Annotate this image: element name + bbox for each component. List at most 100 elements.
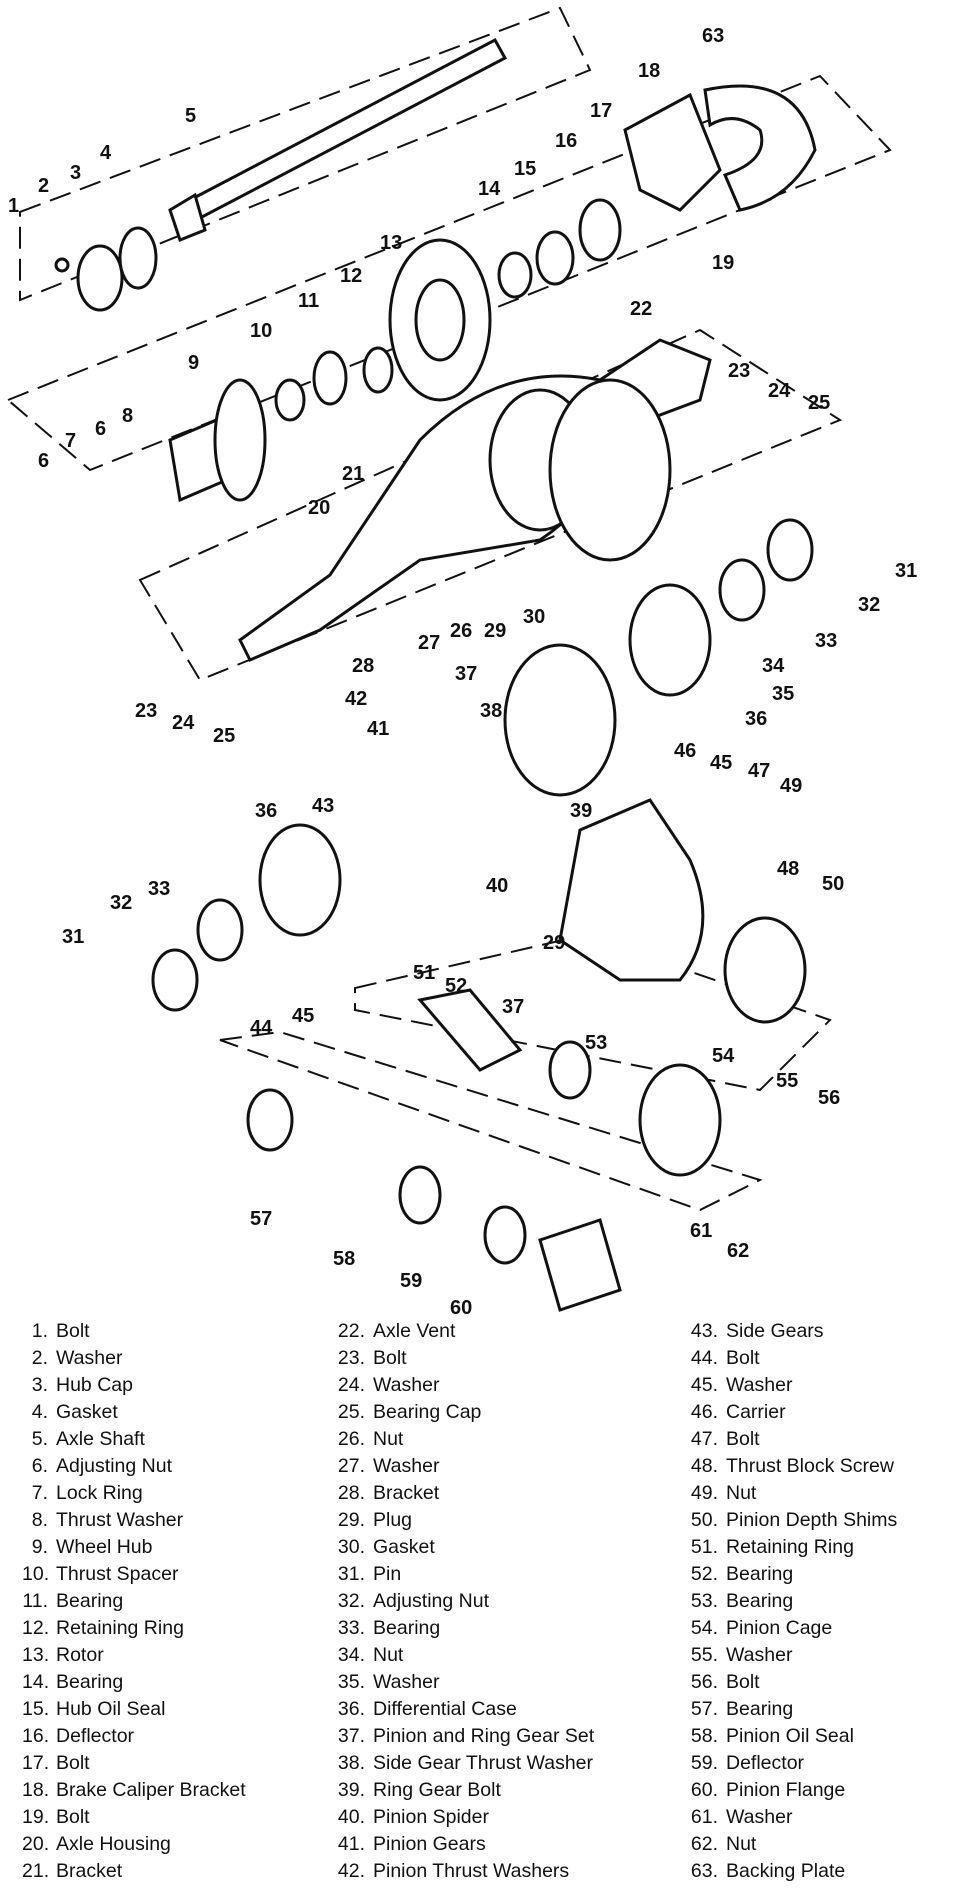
callout-26: 26 <box>450 620 473 642</box>
legend-item-number: 45. <box>690 1374 718 1396</box>
legend-item-number: 34. <box>337 1644 365 1666</box>
callout-11: 11 <box>298 290 320 312</box>
callout-45b: 45 <box>292 1005 315 1027</box>
callout-8: 8 <box>122 405 134 427</box>
legend-item-label: Axle Housing <box>56 1833 171 1855</box>
legend-item: 44.Bolt <box>678 1345 897 1372</box>
gasket-30 <box>548 378 672 562</box>
legend-item-label: Nut <box>726 1833 757 1855</box>
legend-item-label: Pinion Spider <box>373 1806 489 1828</box>
backing-plate <box>703 84 817 212</box>
callout-62: 62 <box>727 1240 750 1262</box>
callout-34: 34 <box>762 655 785 677</box>
callout-55: 55 <box>776 1070 799 1092</box>
hub-oil-seal <box>535 230 575 286</box>
legend-item: 22.Axle Vent <box>325 1318 594 1345</box>
legend-item: 55.Washer <box>678 1642 897 1669</box>
differential-case-36b <box>258 823 342 937</box>
legend-item-number: 56. <box>690 1671 718 1693</box>
callout-50: 50 <box>822 873 845 895</box>
legend-item-number: 1. <box>31 1320 48 1342</box>
callout-57: 57 <box>250 1208 273 1230</box>
legend-item-label: Bolt <box>726 1347 760 1369</box>
callout-58: 58 <box>333 1248 356 1270</box>
callout-37b: 37 <box>502 996 525 1018</box>
callout-labels: 1 2 3 4 5 6 6 7 8 9 10 11 12 13 14 15 16… <box>8 25 917 1319</box>
legend-item-number: 53. <box>690 1590 718 1612</box>
legend-item: 28.Bracket <box>325 1480 594 1507</box>
legend-item-label: Bolt <box>56 1752 90 1774</box>
legend-item: 50.Pinion Depth Shims <box>678 1507 897 1534</box>
callout-6b: 6 <box>95 418 107 440</box>
callout-35: 35 <box>772 683 795 705</box>
legend-item-number: 38. <box>337 1752 365 1774</box>
legend-item: 34.Nut <box>325 1642 594 1669</box>
legend-item-number: 40. <box>337 1806 365 1828</box>
legend-item-number: 23. <box>337 1347 365 1369</box>
callout-4: 4 <box>100 142 112 164</box>
legend-item-number: 16. <box>22 1725 50 1747</box>
callout-46: 46 <box>674 740 697 762</box>
legend-item-label: Retaining Ring <box>56 1617 184 1639</box>
legend-item-label: Side Gear Thrust Washer <box>373 1752 594 1774</box>
callout-6a: 6 <box>38 450 50 472</box>
legend-item-label: Adjusting Nut <box>56 1455 172 1477</box>
pinion-depth-shims <box>723 916 807 1024</box>
legend-item: 23.Bolt <box>325 1345 594 1372</box>
callout-20: 20 <box>308 497 331 519</box>
legend-item: 18.Brake Caliper Bracket <box>22 1777 246 1804</box>
legend-item-label: Gasket <box>373 1536 435 1558</box>
legend-item-number: 47. <box>690 1428 718 1450</box>
legend-item-label: Ring Gear Bolt <box>373 1779 501 1801</box>
legend-item-label: Side Gears <box>726 1320 824 1342</box>
legend-item: 62. Nut <box>678 1831 897 1858</box>
bearing-33a <box>718 558 766 622</box>
legend-item-number: 51. <box>690 1536 718 1558</box>
legend-item: 61.Washer <box>678 1804 897 1831</box>
differential-case-36a <box>628 583 712 697</box>
gasket-hub <box>118 226 158 290</box>
legend-item: 48.Thrust Block Screw <box>678 1453 897 1480</box>
legend-item: 11.Bearing <box>22 1588 246 1615</box>
callout-25a: 25 <box>808 392 831 414</box>
legend-item-number: 39. <box>337 1779 365 1801</box>
legend-item-number: 32. <box>337 1590 365 1612</box>
legend-item-number: 15. <box>22 1698 50 1720</box>
legend-item: 47.Bolt <box>678 1426 897 1453</box>
legend-item-number: 25. <box>337 1401 365 1423</box>
legend-item: 46.Carrier <box>678 1399 897 1426</box>
brake-caliper-bracket <box>623 92 722 212</box>
legend-item: 52.Bearing <box>678 1561 897 1588</box>
legend-item-number: 37. <box>337 1725 365 1747</box>
legend-item: 24.Washer <box>325 1372 594 1399</box>
callout-42: 42 <box>345 688 368 710</box>
legend-item-number: 26. <box>337 1428 365 1450</box>
legend-item: 4.Gasket <box>22 1399 246 1426</box>
legend-item: 25.Bearing Cap <box>325 1399 594 1426</box>
legend-item-number: 21. <box>22 1860 50 1882</box>
callout-9: 9 <box>188 352 200 374</box>
callout-16: 16 <box>555 130 578 152</box>
callout-31b: 31 <box>62 926 85 948</box>
pinion-seal-boundary <box>219 1030 763 1212</box>
legend-item-number: 59. <box>690 1752 718 1774</box>
legend-item-number: 50. <box>690 1509 718 1531</box>
legend-item-number: 27. <box>337 1455 365 1477</box>
callout-44: 44 <box>250 1017 273 1039</box>
legend-item: 37.Pinion and Ring Gear Set <box>325 1723 594 1750</box>
legend-item-label: Thrust Spacer <box>56 1563 179 1585</box>
legend-item-label: Lock Ring <box>56 1482 143 1504</box>
legend-item-number: 62. <box>690 1833 718 1855</box>
pinion-oil-seal <box>398 1165 442 1225</box>
callout-53: 53 <box>585 1032 608 1054</box>
callout-36b: 36 <box>255 800 278 822</box>
legend-item: 42.Pinion Thrust Washers <box>325 1858 594 1885</box>
legend-item: 36.Differential Case <box>325 1696 594 1723</box>
legend-item: 53.Bearing <box>678 1588 897 1615</box>
callout-28: 28 <box>352 655 375 677</box>
callout-12: 12 <box>340 265 363 287</box>
legend-item: 29.Plug <box>325 1507 594 1534</box>
callout-21: 21 <box>342 463 365 485</box>
